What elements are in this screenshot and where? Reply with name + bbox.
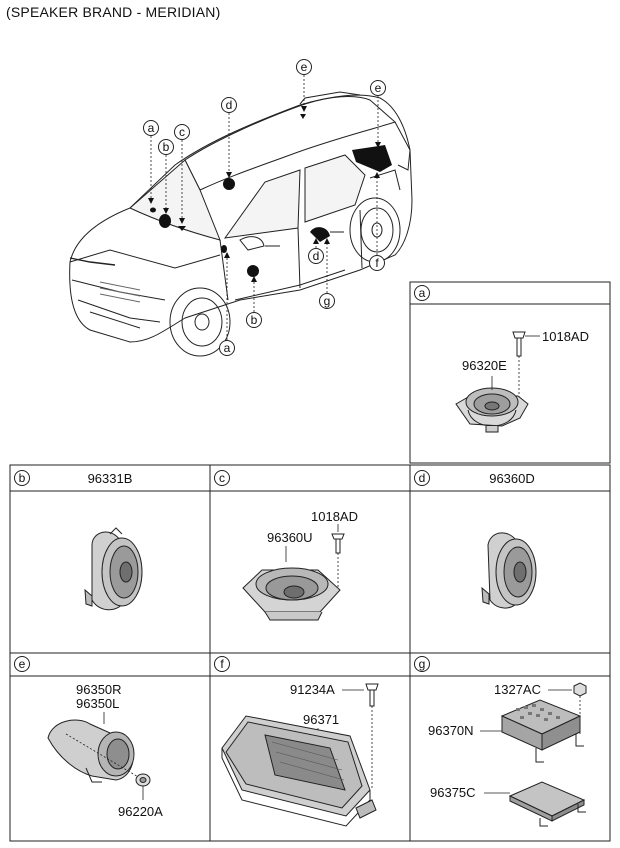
svg-text:a: a [419, 286, 426, 300]
callout-f-rear: f [369, 255, 385, 271]
part-96370N: 96370N [428, 723, 474, 738]
callout-e-top: e [296, 59, 312, 75]
svg-text:g: g [419, 657, 426, 671]
panel-d: d 96360D [409, 464, 611, 654]
callout-b-door: b [246, 312, 262, 328]
vehicle-illustration [69, 91, 413, 357]
svg-text:d: d [226, 98, 233, 112]
part-96220A: 96220A [118, 804, 163, 819]
leader-lines [150, 75, 379, 340]
part-96350R: 96350R [76, 682, 122, 697]
callout-b-top: b [158, 139, 174, 155]
panel-c: c 1018AD 96360U [209, 464, 411, 654]
part-1327AC: 1327AC [494, 682, 541, 697]
svg-text:g: g [324, 294, 331, 308]
panel-b: b 96331B [9, 464, 211, 654]
part-96350L: 96350L [76, 696, 119, 711]
svg-text:d: d [419, 471, 426, 485]
callout-a-top: a [143, 120, 159, 136]
callout-d-top: d [221, 97, 237, 113]
svg-text:d: d [313, 249, 320, 263]
callout-c-top: c [174, 124, 190, 140]
svg-text:e: e [19, 657, 26, 671]
svg-text:f: f [375, 256, 379, 270]
part-96320E: 96320E [462, 358, 507, 373]
leader-arrowheads [148, 106, 381, 282]
callout-d-door: d [308, 248, 324, 264]
part-96375C: 96375C [430, 785, 476, 800]
svg-text:e: e [301, 60, 308, 74]
svg-text:c: c [219, 471, 225, 485]
svg-text:b: b [251, 313, 258, 327]
callout-g-door: g [319, 293, 335, 309]
svg-text:a: a [148, 121, 155, 135]
svg-text:a: a [224, 341, 231, 355]
svg-text:c: c [179, 125, 185, 139]
svg-text:b: b [19, 471, 26, 485]
callout-e-rear: e [370, 80, 386, 96]
panel-g: g 1327AC 96370N 96375C [409, 652, 611, 842]
panel-e: e 96350R 96350L 96220A [9, 652, 211, 842]
part-96360U: 96360U [267, 530, 313, 545]
svg-text:96331B: 96331B [88, 471, 133, 486]
svg-text:b: b [163, 140, 170, 154]
panel-f: f 91234A 96371 [209, 652, 411, 842]
panel-a: a 1018AD 96320E [409, 281, 611, 464]
part-1018AD-c: 1018AD [311, 509, 358, 524]
callout-a-pillar: a [219, 340, 235, 356]
svg-text:f: f [220, 657, 224, 671]
part-96371: 96371 [303, 712, 339, 727]
svg-text:96360D: 96360D [489, 471, 535, 486]
svg-text:e: e [375, 81, 382, 95]
diagram-title: (SPEAKER BRAND - MERIDIAN) [6, 4, 221, 20]
part-1018AD-a: 1018AD [542, 329, 589, 344]
part-91234A: 91234A [290, 682, 335, 697]
speaker-locations [150, 114, 392, 277]
